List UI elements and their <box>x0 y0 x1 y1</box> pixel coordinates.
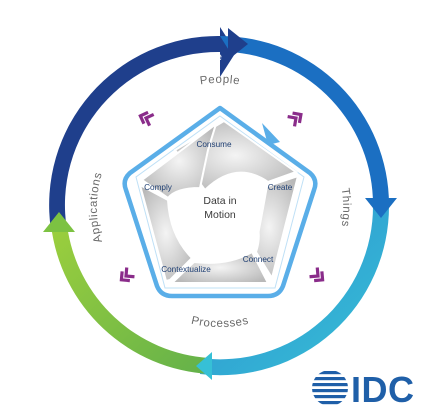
segment-comply <box>140 121 218 200</box>
label-things: Things <box>339 187 353 227</box>
center-swirl <box>168 175 268 262</box>
ring-arrow-left <box>43 212 75 232</box>
segment-label-comply: Comply <box>144 183 173 192</box>
segment-label-create: Create <box>268 183 293 192</box>
segment-label-connect: Connect <box>243 255 274 264</box>
chevron-icon <box>138 110 155 127</box>
ring-arrow-top <box>228 28 248 60</box>
chevron-icon <box>309 267 325 283</box>
segments: Consume Create Connect Contextualize Com… <box>138 119 300 284</box>
ring-arrow-bottom <box>196 352 212 380</box>
ring-segment-top-right <box>220 36 389 205</box>
segment-contextualize <box>138 183 194 283</box>
label-people: People <box>199 74 241 88</box>
chevron-icon <box>287 111 303 127</box>
chevron-decorations <box>119 110 325 283</box>
segment-label-contextualize: Contextualize <box>161 265 211 274</box>
ring-segment-bottom-right <box>200 205 390 376</box>
center-label-line2: Motion <box>204 209 236 221</box>
idc-logo: IDC <box>312 369 415 410</box>
ring-arrow-right <box>365 198 397 218</box>
inner-ring-labels: People Processes Applications Things <box>88 74 352 330</box>
label-processes: Processes <box>190 315 250 331</box>
idc-wordmark: IDC <box>351 369 415 410</box>
segment-label-consume: Consume <box>196 140 231 149</box>
center-label-line1: Data in <box>203 195 236 207</box>
globe-icon <box>312 371 348 405</box>
label-applications: Applications <box>88 171 105 244</box>
chevron-icon <box>119 267 135 283</box>
pentagon-arrow <box>262 123 280 145</box>
ring-segment-bottom-left <box>51 225 210 374</box>
ring-segment-top-left <box>49 27 236 230</box>
